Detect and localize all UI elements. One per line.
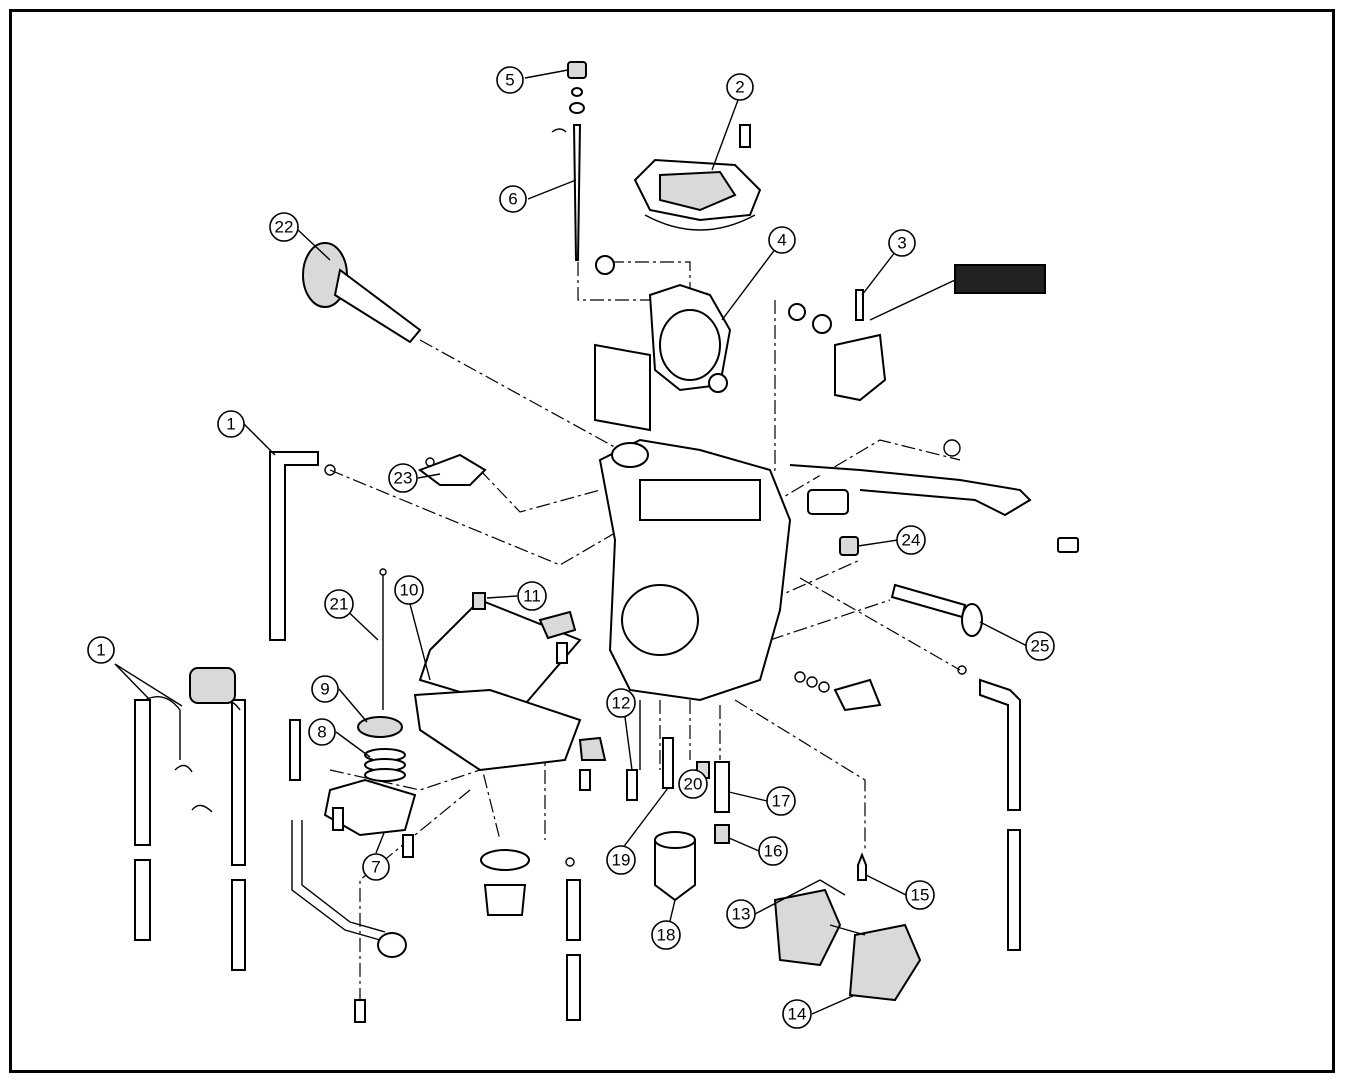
callout-10: 10	[394, 575, 424, 605]
svg-text:4: 4	[777, 231, 786, 250]
callout-1-top: 1	[217, 410, 245, 438]
callout-7: 7	[362, 853, 390, 881]
callout-11: 11	[517, 581, 547, 611]
part-10-float-bowl	[413, 592, 607, 791]
callout-9: 9	[311, 675, 339, 703]
part-3-screw-lever	[788, 264, 1046, 402]
callout-6: 6	[499, 185, 527, 213]
part-17-main-jet-holder	[714, 761, 730, 813]
callout-17: 17	[766, 786, 796, 816]
part-21-rod	[379, 568, 387, 710]
part-9-diaphragm	[357, 716, 403, 738]
callout-15: 15	[905, 880, 935, 910]
callout-19: 19	[606, 845, 636, 875]
svg-text:5: 5	[505, 71, 514, 90]
part-14-float	[773, 888, 922, 1002]
callout-13: 13	[726, 899, 756, 929]
svg-text:20: 20	[684, 775, 703, 794]
part-23-throttle-screw	[417, 453, 487, 486]
callout-18: 18	[651, 920, 681, 950]
part-16-main-jet	[714, 824, 730, 844]
part-1-vent-hose	[269, 451, 336, 641]
svg-text:12: 12	[612, 694, 631, 713]
callout-23: 23	[388, 463, 418, 493]
svg-text:19: 19	[612, 851, 631, 870]
part-25-adjuster	[794, 583, 983, 712]
part-19-needle-jet	[662, 737, 674, 789]
part-18-baffle	[654, 831, 696, 902]
callout-14: 14	[782, 999, 812, 1029]
part-13-float-pin	[819, 879, 846, 896]
callout-5: 5	[496, 66, 524, 94]
svg-text:22: 22	[275, 218, 294, 237]
svg-text:17: 17	[772, 792, 791, 811]
part-6-jet-needle	[551, 124, 582, 261]
svg-text:6: 6	[508, 190, 517, 209]
callout-1-left: 1	[87, 636, 115, 664]
svg-text:18: 18	[657, 926, 676, 945]
callout-16: 16	[758, 836, 788, 866]
callout-4: 4	[768, 226, 796, 254]
svg-text:13: 13	[732, 905, 751, 924]
svg-text:1: 1	[226, 415, 235, 434]
svg-text:11: 11	[523, 587, 541, 606]
svg-text:7: 7	[371, 858, 380, 877]
leader-lines	[114, 69, 1028, 1015]
part-hose-center	[565, 857, 581, 1021]
svg-text:23: 23	[394, 469, 413, 488]
part-drain-plug	[480, 849, 530, 916]
callout-25: 25	[1025, 631, 1055, 661]
svg-text:15: 15	[911, 886, 930, 905]
svg-text:14: 14	[788, 1005, 807, 1024]
part-4-throttle-valve	[594, 255, 732, 432]
carburetor-body	[598, 438, 1079, 702]
part-8-spring	[364, 748, 406, 782]
callout-2: 2	[726, 73, 754, 101]
callout-12: 12	[606, 688, 636, 718]
callout-22: 22	[269, 212, 299, 242]
svg-text:1: 1	[96, 641, 105, 660]
svg-text:9: 9	[320, 680, 329, 699]
callout-3: 3	[888, 229, 916, 257]
svg-text:2: 2	[735, 78, 744, 97]
part-22-starter-plunger	[302, 242, 422, 344]
callout-8: 8	[308, 718, 336, 746]
svg-text:24: 24	[902, 531, 921, 550]
svg-text:25: 25	[1031, 637, 1050, 656]
svg-text:21: 21	[330, 595, 349, 614]
svg-text:8: 8	[317, 723, 326, 742]
part-2-top-cover	[633, 124, 762, 231]
part-1-right-hose	[957, 665, 1021, 951]
callouts: 5 2 6 4 3 22 1 23 24 11 10 21 1 25 9 8 1…	[87, 66, 1055, 1029]
part-5-cap	[567, 61, 587, 114]
svg-text:16: 16	[764, 842, 783, 861]
svg-text:10: 10	[400, 581, 419, 600]
part-1-hose-pair	[134, 667, 246, 971]
part-7-accelerator-cover	[323, 778, 417, 858]
svg-text:3: 3	[897, 234, 906, 253]
part-24-plug	[839, 536, 859, 556]
callout-21: 21	[324, 589, 354, 619]
part-pipe-left	[289, 719, 407, 1023]
callout-24: 24	[896, 525, 926, 555]
callout-20: 20	[678, 769, 708, 799]
part-15-needle-valve	[857, 852, 867, 881]
